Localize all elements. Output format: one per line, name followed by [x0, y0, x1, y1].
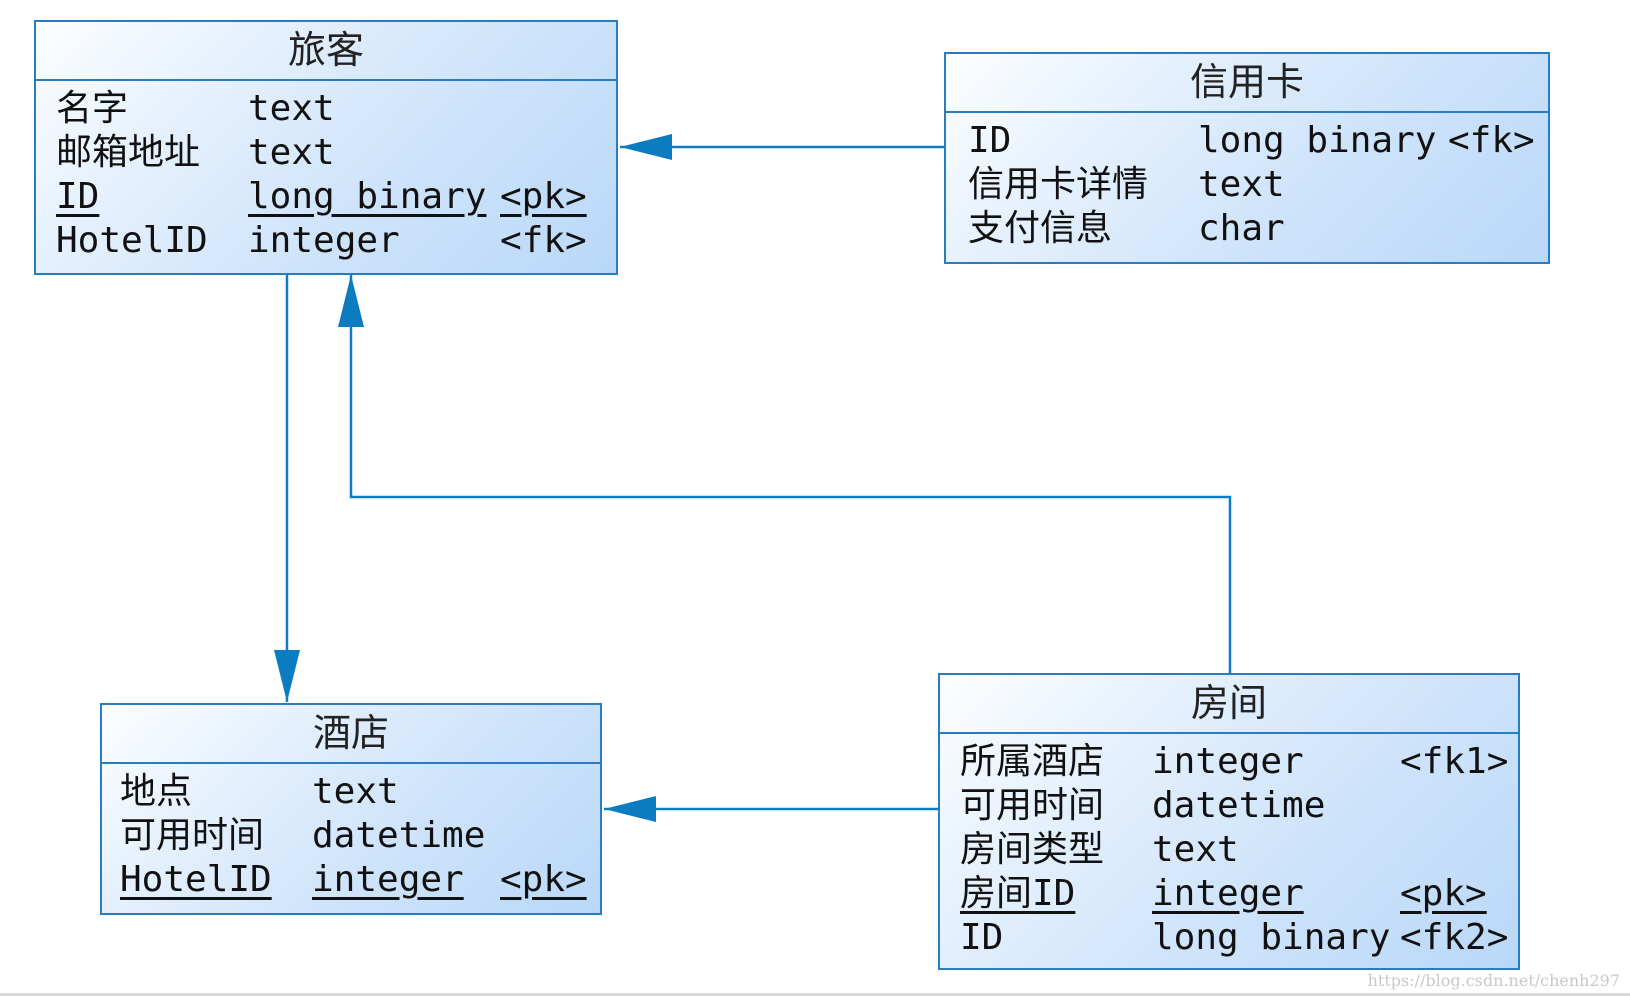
attribute-row: ID long binary <fk>: [946, 119, 1548, 163]
attribute-name: 名字: [56, 88, 129, 129]
attribute-row: 可用时间 datetime: [102, 814, 600, 858]
watermark: https://blog.csdn.net/chenh297: [1367, 971, 1620, 990]
attribute-type: datetime: [312, 815, 486, 856]
entity-title: 旅客: [36, 22, 616, 81]
attribute-type: datetime: [1152, 785, 1326, 826]
attribute-type: integer: [248, 220, 400, 261]
attribute-row: 信用卡详情 text: [946, 163, 1548, 207]
attribute-type: text: [1198, 164, 1285, 205]
attribute-row-primary-key: ID long binary <pk>: [36, 175, 616, 219]
arrowhead-hotel-right: [604, 796, 656, 822]
attribute-row-primary-key: 房间ID integer <pk>: [940, 872, 1518, 916]
link-room-traveler: [349, 275, 1232, 674]
attribute-name: HotelID: [120, 859, 272, 900]
attribute-row: 房间类型 text: [940, 828, 1518, 872]
attribute-name: 可用时间: [120, 815, 265, 856]
attribute-name: ID: [56, 176, 100, 217]
attribute-name: 地点: [120, 771, 193, 812]
entity-traveler[interactable]: 旅客 名字 text 邮箱地址 text ID long binary <pk>…: [34, 20, 618, 275]
attribute-type: long binary: [248, 176, 487, 217]
bottom-divider: [0, 993, 1630, 996]
attribute-key: <fk1>: [1400, 741, 1509, 782]
entity-hotel[interactable]: 酒店 地点 text 可用时间 datetime HotelID integer…: [100, 703, 602, 915]
attribute-name: 信用卡详情: [968, 164, 1149, 205]
entity-title: 房间: [940, 675, 1518, 734]
attribute-row: 地点 text: [102, 770, 600, 814]
attribute-name: ID: [960, 917, 1004, 958]
attribute-key: <pk>: [500, 176, 587, 217]
arrowhead-traveler-bottom: [338, 275, 364, 327]
attribute-row: HotelID integer <fk>: [36, 219, 616, 263]
attribute-type: char: [1198, 208, 1285, 249]
attribute-row: 支付信息 char: [946, 207, 1548, 251]
attribute-name: ID: [968, 120, 1012, 161]
attribute-row: 所属酒店 integer <fk1>: [940, 740, 1518, 784]
attribute-name: 所属酒店: [960, 741, 1105, 782]
attribute-type: text: [248, 88, 335, 129]
attribute-type: long binary: [1152, 917, 1391, 958]
attribute-type: text: [248, 132, 335, 173]
attribute-type: integer: [1152, 873, 1304, 914]
attribute-key: <fk>: [500, 220, 587, 261]
attribute-name: 支付信息: [968, 208, 1113, 249]
attribute-type: integer: [312, 859, 464, 900]
attribute-type: integer: [1152, 741, 1304, 782]
attribute-row-primary-key: HotelID integer <pk>: [102, 858, 600, 902]
attribute-row: ID long binary <fk2>: [940, 916, 1518, 960]
attribute-name: 可用时间: [960, 785, 1105, 826]
arrowhead-hotel-top: [274, 650, 300, 702]
attribute-key: <fk>: [1448, 120, 1535, 161]
entity-credit-card[interactable]: 信用卡 ID long binary <fk> 信用卡详情 text 支付信息 …: [944, 52, 1550, 264]
attribute-key: <fk2>: [1400, 917, 1509, 958]
attribute-type: text: [312, 771, 399, 812]
attribute-row: 邮箱地址 text: [36, 131, 616, 175]
attribute-name: HotelID: [56, 220, 208, 261]
attribute-type: text: [1152, 829, 1239, 870]
arrowhead-traveler-right: [620, 134, 672, 160]
attribute-key: <pk>: [1400, 873, 1487, 914]
attribute-key: <pk>: [500, 859, 587, 900]
entity-title: 酒店: [102, 705, 600, 764]
attribute-name: 房间ID: [960, 873, 1076, 914]
attribute-name: 邮箱地址: [56, 132, 201, 173]
attribute-row: 可用时间 datetime: [940, 784, 1518, 828]
attribute-row: 名字 text: [36, 87, 616, 131]
attribute-type: long binary: [1198, 120, 1437, 161]
attribute-name: 房间类型: [960, 829, 1105, 870]
entity-room[interactable]: 房间 所属酒店 integer <fk1> 可用时间 datetime 房间类型…: [938, 673, 1520, 970]
entity-title: 信用卡: [946, 54, 1548, 113]
